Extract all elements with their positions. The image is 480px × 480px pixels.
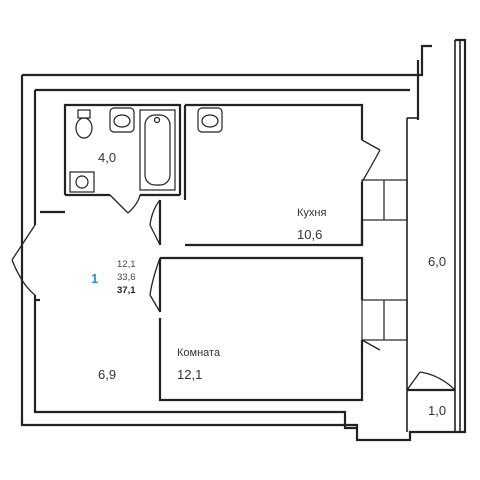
toilet-icon	[75, 109, 93, 139]
washing-machine-icon	[69, 171, 95, 193]
kitchen-sink-icon	[197, 107, 223, 133]
balcony-area: 1,0	[428, 403, 447, 418]
apartment-number: 1	[91, 271, 99, 286]
windows	[361, 179, 408, 341]
interior-walls	[35, 103, 455, 402]
living-room-name: Комната	[177, 347, 221, 359]
total-area-summary: 37,1	[117, 285, 136, 296]
outer-walls	[20, 38, 467, 442]
door-swings	[11, 139, 456, 391]
kitchen-name: Кухня	[297, 207, 327, 219]
hall-area: 6,9	[98, 367, 117, 382]
living-area-summary: 12,1	[117, 259, 136, 270]
loggia-frame	[406, 40, 461, 432]
kitchen-living-area-summary: 33,6	[117, 272, 136, 283]
bathroom-area: 4,0	[98, 150, 117, 165]
living-room-area: 12,1	[177, 367, 203, 382]
loggia-area: 6,0	[428, 254, 447, 269]
sink-icon	[109, 107, 135, 133]
bathtub-icon	[139, 109, 176, 191]
kitchen-area: 10,6	[297, 227, 323, 242]
